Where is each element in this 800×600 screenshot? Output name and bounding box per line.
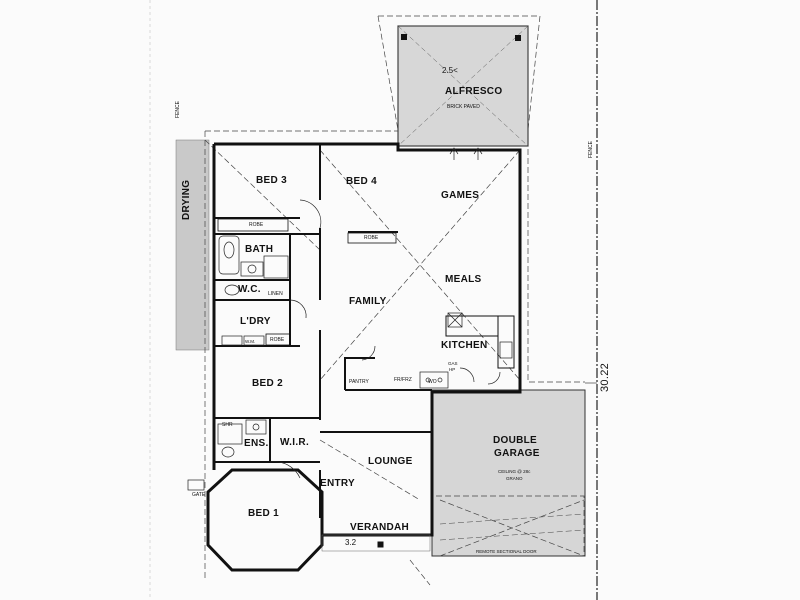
fixture-label-robe-ldry: ROBE	[270, 337, 285, 343]
fixtures	[187, 147, 513, 491]
boundary-label-fence-left: FENCE	[175, 101, 181, 118]
room-label-wir: W.I.R.	[280, 437, 310, 448]
room-label-kitchen: KITCHEN	[441, 340, 488, 351]
room-label-bed2: BED 2	[252, 378, 283, 389]
fixture-label-brick-paved: BRICK PAVED	[447, 104, 480, 110]
room-label-ens: ENS.	[244, 438, 269, 449]
room-label-meals: MEALS	[445, 274, 482, 285]
room-label-wc: W.C.	[238, 284, 261, 295]
fixture-label-frfrz: FR/FRZ	[394, 377, 412, 383]
room-label-double: DOUBLE	[493, 435, 538, 446]
fixture-label-remote-door: REMOTE SECTIONAL DOOR	[476, 549, 537, 554]
fixture-label-ceiling: CEILING @ 28c	[498, 469, 531, 474]
room-label-bed3: BED 3	[256, 175, 287, 186]
boundary-dimension: 30.22	[599, 362, 611, 392]
fixture-label-shr: SHR	[222, 422, 233, 428]
room-label-bath: BATH	[245, 244, 274, 255]
room-label-family: FAMILY	[349, 296, 387, 307]
boundary-label-fence-right: FENCE	[588, 141, 594, 158]
handwritten-note-verandah: 3.2	[345, 538, 357, 547]
room-label-alfresco: ALFRESCO	[445, 86, 503, 97]
fixture-label-pantry: PANTRY	[349, 379, 369, 385]
fixture-label-wm: W.M.	[245, 339, 256, 344]
fixture-label-linen: LINEN	[268, 291, 283, 297]
fixture-label-grano: GRANO	[506, 476, 523, 481]
room-label-bed4: BED 4	[346, 176, 377, 187]
handwritten-note-alfresco: 2.5<	[442, 66, 458, 75]
roof-line	[204, 130, 585, 586]
room-label-bed1: BED 1	[248, 508, 279, 519]
fixture-label-robe-bed4: ROBE	[364, 235, 379, 241]
drying-area	[175, 139, 210, 351]
alfresco-area	[377, 15, 541, 147]
fixture-label-hp: HP	[449, 367, 456, 372]
room-label-ldry: L'DRY	[240, 316, 271, 327]
room-label-verandah: VERANDAH	[350, 522, 410, 533]
room-label-games: GAMES	[441, 190, 480, 201]
room-label-drying: DRYING	[181, 179, 192, 220]
fixture-label-wo: WO	[428, 379, 437, 385]
fixture-label-gate: GATE	[192, 492, 206, 498]
fixture-label-robe-bed3: ROBE	[249, 222, 264, 228]
site-boundary	[149, 0, 598, 600]
walls	[206, 142, 522, 572]
room-label-lounge: LOUNGE	[368, 456, 413, 467]
fixture-label-gas: GAS	[448, 361, 458, 366]
room-label-garage: GARAGE	[494, 448, 540, 459]
room-label-entry: ENTRY	[320, 478, 356, 489]
